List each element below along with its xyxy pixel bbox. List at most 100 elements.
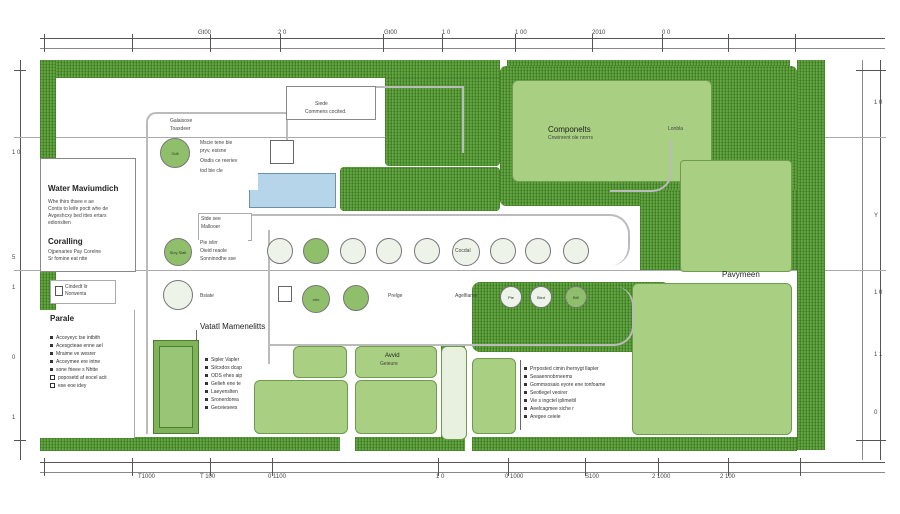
circle-node bbox=[452, 238, 480, 266]
bullet-icon bbox=[524, 367, 527, 371]
dim-tick bbox=[508, 458, 509, 476]
dim-tick bbox=[44, 34, 45, 52]
bullet-icon bbox=[205, 358, 208, 362]
vatel-item: Gelieh ene te bbox=[205, 380, 242, 388]
circle-node bbox=[376, 238, 402, 264]
dim-label-bottom: 1 0 bbox=[436, 474, 445, 480]
vatel-title: Vatatl Mamenelitts bbox=[200, 322, 266, 331]
dim-tick bbox=[585, 458, 586, 476]
bullet-icon bbox=[524, 415, 527, 419]
dim-tick bbox=[210, 458, 211, 476]
proposed-divider bbox=[520, 360, 521, 430]
dim-tick bbox=[383, 34, 384, 52]
vatel-inner bbox=[159, 346, 193, 428]
bullet-icon bbox=[205, 374, 208, 378]
bullet-icon bbox=[50, 368, 53, 372]
dim-tick bbox=[856, 440, 886, 441]
left-info-panel: Water Maviumdich Whe thirs thsee e ae Co… bbox=[40, 158, 136, 272]
dim-tick bbox=[14, 70, 26, 71]
components-tag: Lonbla bbox=[668, 126, 684, 132]
avid-label: Avvid bbox=[385, 353, 400, 359]
proposed-item: Vie s ingctel iplimeitil bbox=[524, 397, 605, 405]
grass-strip-bottom-1 bbox=[40, 437, 340, 451]
note-line: Sonninodhe sse bbox=[200, 256, 236, 262]
parale-panel: Parale Acceyeyc tse intbith Acesgcteae e… bbox=[40, 310, 135, 438]
parale-item: ese eoe idey bbox=[50, 382, 107, 390]
circle-node bbox=[340, 238, 366, 264]
legend-line: Cindedt lir bbox=[65, 284, 88, 290]
proposed-item: Seotlegel veoirer bbox=[524, 389, 605, 397]
circle-node bbox=[163, 280, 193, 310]
legend-line: Norwenta bbox=[65, 291, 87, 297]
right-dimension-line bbox=[880, 60, 881, 460]
parale-item: Acceymee ere intne bbox=[50, 358, 107, 366]
bullet-icon bbox=[524, 375, 527, 379]
panel-line: Whe thirs thsee e ae bbox=[48, 199, 94, 205]
grass-strip-bottom-2 bbox=[355, 437, 465, 451]
circle-node: Pte bbox=[500, 286, 522, 308]
dim-label-bottom: 0 1100 bbox=[268, 474, 286, 480]
dim-label-top: Gt00 bbox=[198, 30, 212, 36]
parale-title: Parale bbox=[50, 314, 75, 323]
vatel-item: ODS ehes aip bbox=[205, 372, 242, 380]
note-line: Mallooer bbox=[201, 224, 221, 230]
dim-label-left: 5 bbox=[12, 255, 16, 261]
dim-label-left: 0 bbox=[12, 355, 16, 361]
dim-tick bbox=[662, 34, 663, 52]
bullet-icon bbox=[50, 352, 53, 356]
circle-node bbox=[343, 285, 369, 311]
bsiate-label: Bsiate bbox=[200, 293, 214, 299]
dim-label-right: Y bbox=[874, 213, 879, 219]
panel-title: Water Maviumdich bbox=[48, 184, 119, 193]
dim-label-top: Gt00 bbox=[384, 30, 398, 36]
dim-label-top: 1 00 bbox=[515, 30, 527, 36]
vatel-item: Sipler Vapler bbox=[205, 356, 242, 364]
panel-subtitle: Coralling bbox=[48, 237, 83, 246]
vatel-item: Sronerdorea bbox=[205, 396, 242, 404]
dim-label-top: 1 0 bbox=[442, 30, 451, 36]
sensor-box-icon bbox=[278, 286, 292, 302]
dim-label-top: 0 0 bbox=[662, 30, 671, 36]
note-line: Oieid reaole bbox=[200, 248, 227, 254]
legend-swatch-icon bbox=[55, 286, 63, 296]
left-dimension-line bbox=[20, 60, 21, 460]
dim-tick bbox=[856, 70, 886, 71]
plant-circle: Sioy Slalt bbox=[164, 238, 192, 266]
siede-title: Siede bbox=[315, 101, 328, 107]
siede-box: Siede Commens cocited. bbox=[286, 86, 376, 120]
note-box-3: Pie ivlirr Oieid reaole Sonninodhe sse bbox=[198, 240, 248, 266]
dim-tick bbox=[44, 458, 45, 476]
proposed-item: Prrposted cimin ihernygt llapler bbox=[524, 365, 605, 373]
dim-label-right: 1 0 bbox=[874, 100, 883, 106]
vatel-item: Laeyenslten bbox=[205, 388, 242, 396]
lawn-bottom-4 bbox=[441, 346, 467, 440]
dim-tick bbox=[14, 440, 26, 441]
lawn-components bbox=[512, 80, 712, 182]
dim-label-left: 1 bbox=[12, 285, 16, 291]
parale-item: Acceyeyc tse intbith bbox=[50, 334, 107, 342]
bottom-dimension-line-2 bbox=[40, 472, 885, 473]
panel-line: Avgeshcxy bed ittes ertars bbox=[48, 213, 107, 219]
grass-strip-right bbox=[797, 60, 825, 450]
circle-node bbox=[267, 238, 293, 264]
dim-tick bbox=[800, 458, 801, 476]
dim-tick bbox=[728, 34, 729, 52]
grass-strip-top-left bbox=[40, 60, 500, 78]
parale-item: Acesgcteae enne ael bbox=[50, 342, 107, 350]
bullet-icon bbox=[50, 344, 53, 348]
note-line: Stde see bbox=[201, 216, 221, 222]
bottom-dimension-line bbox=[40, 462, 885, 463]
dim-label-bottom: T1000 bbox=[138, 474, 156, 480]
lawn-bottom-2 bbox=[355, 380, 437, 434]
circle-node bbox=[490, 238, 516, 264]
proposed-item: Aregee ceiele bbox=[524, 413, 605, 421]
cocdal-label: Cocdal bbox=[455, 248, 471, 254]
checkbox-icon bbox=[50, 375, 55, 381]
proposed-item: Gommsosaio eyore ene tonfoame bbox=[524, 381, 605, 389]
tree-circle: Gdil bbox=[160, 138, 190, 168]
garden-sub: Toaxdeer bbox=[170, 126, 191, 132]
lawn-right-upper bbox=[680, 160, 792, 272]
parale-item: poposetd af eocel acit bbox=[50, 374, 107, 382]
grass-area-top-center bbox=[385, 78, 500, 166]
dim-tick bbox=[515, 34, 516, 52]
